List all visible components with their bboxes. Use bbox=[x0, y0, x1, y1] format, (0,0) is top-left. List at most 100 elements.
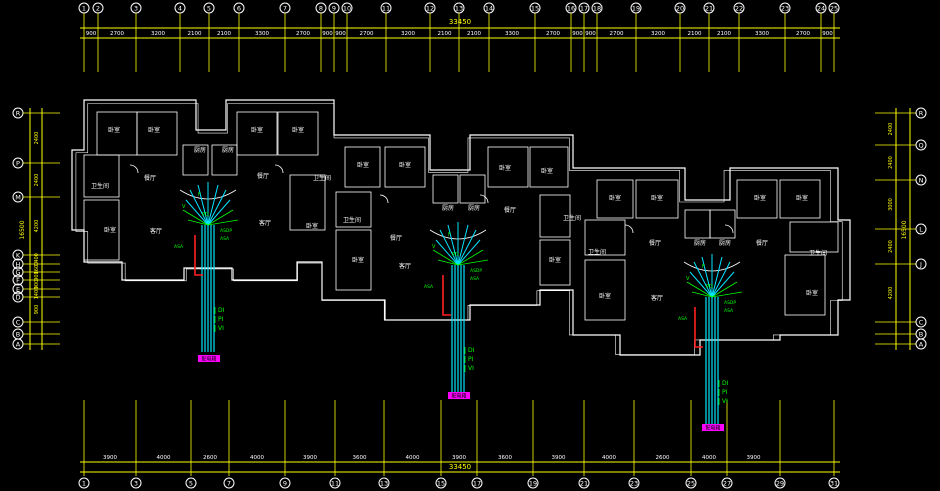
room-label-layer: 卧室卧室卧室卧室卫生间卧室餐厅客厅餐厅客厅卧室卫生间卧室卧室卧室卧室卫生间卧室餐… bbox=[91, 126, 827, 302]
right-axis-label: C bbox=[919, 319, 924, 327]
pipe-label-pd: PD bbox=[202, 212, 209, 218]
bottom-dim-label: 2600 bbox=[203, 455, 217, 461]
right-total-label: 16500 bbox=[901, 220, 908, 239]
pipe-branch bbox=[711, 261, 731, 298]
top-dim-label: 900 bbox=[86, 31, 97, 37]
top-dim-label: 2100 bbox=[717, 31, 731, 37]
pipe-label-asa: ASA bbox=[678, 316, 688, 322]
pipe-branch-green bbox=[686, 281, 713, 298]
distribution-box-label: 配电箱 bbox=[451, 393, 466, 400]
room-label: 卧室 bbox=[651, 194, 663, 202]
room-partition bbox=[784, 254, 826, 316]
distribution-box-tag bbox=[702, 424, 724, 431]
wall-layer bbox=[71, 99, 851, 356]
right-axis-bubble bbox=[915, 338, 927, 350]
door-arc bbox=[479, 194, 489, 204]
room-label: 卫生间 bbox=[91, 182, 109, 190]
bottom-axis-label: 21 bbox=[580, 480, 588, 488]
top-dim-label: 2700 bbox=[296, 31, 310, 37]
room-label: 餐厅 bbox=[756, 239, 768, 247]
bottom-axis-label: 25 bbox=[687, 480, 695, 488]
bottom-dim-label: 4000 bbox=[406, 455, 420, 461]
top-dim-label: 900 bbox=[585, 31, 596, 37]
room-label: 卧室 bbox=[108, 126, 120, 134]
pipe-label-vi: VI bbox=[218, 325, 224, 332]
room-partition bbox=[584, 219, 626, 256]
left-total-label: 16500 bbox=[19, 220, 26, 239]
left-dim-label: 2400 bbox=[34, 174, 40, 187]
left-dim-label: 1400 bbox=[34, 253, 40, 266]
bottom-dim-label: 4000 bbox=[250, 455, 264, 461]
room-label: 餐厅 bbox=[390, 234, 402, 242]
right-axis-bubble bbox=[915, 107, 927, 119]
right-axis-bubble bbox=[915, 258, 927, 270]
door-arc bbox=[624, 224, 634, 234]
room-label: 卧室 bbox=[306, 222, 318, 230]
pipe-label-asdp: ASDP bbox=[220, 228, 232, 234]
bottom-dim-label: 3900 bbox=[103, 455, 117, 461]
pipe-branch-green bbox=[437, 259, 459, 266]
bottom-total-label: 33450 bbox=[449, 463, 471, 471]
pipe-branch-green bbox=[691, 291, 713, 298]
top-dim-label: 2700 bbox=[360, 31, 374, 37]
pipe-label-di: DI bbox=[218, 307, 225, 314]
door-arc bbox=[129, 164, 139, 174]
left-axis-label: K bbox=[16, 252, 21, 260]
pipe-branch-green bbox=[711, 291, 743, 298]
room-partition bbox=[335, 191, 372, 228]
distribution-box-tag bbox=[448, 392, 470, 399]
red-riser bbox=[194, 235, 203, 276]
right-axis-label: L bbox=[919, 226, 923, 234]
building-outline-outer bbox=[71, 99, 851, 356]
bottom-axis-label: 9 bbox=[283, 480, 287, 488]
right-axis-bubble bbox=[915, 223, 927, 235]
top-dim-label: 2700 bbox=[796, 31, 810, 37]
bottom-dim-label: 3900 bbox=[303, 455, 317, 461]
room-partition bbox=[83, 199, 120, 261]
room-partition bbox=[335, 229, 372, 291]
left-dim-label: 2400 bbox=[34, 132, 40, 145]
bottom-dim-label: 3600 bbox=[353, 455, 367, 461]
pipe-branch bbox=[185, 199, 209, 226]
room-partition bbox=[384, 146, 426, 188]
room-label: 卧室 bbox=[399, 161, 411, 169]
distribution-box-tag bbox=[198, 355, 220, 362]
room-label: 卧室 bbox=[806, 289, 818, 297]
room-label: 餐厅 bbox=[257, 172, 269, 180]
top-dim-label: 900 bbox=[822, 31, 833, 37]
left-axis-label: G bbox=[15, 269, 20, 277]
bottom-axis-label: 31 bbox=[830, 480, 838, 488]
red-riser bbox=[694, 307, 703, 348]
bottom-axis-label: 5 bbox=[189, 480, 193, 488]
top-dim-label: 2100 bbox=[188, 31, 202, 37]
room-partition bbox=[136, 111, 178, 156]
left-axis-label: H bbox=[16, 261, 21, 269]
room-partition bbox=[459, 174, 486, 204]
red-riser bbox=[442, 275, 451, 316]
top-axis-label: 23 bbox=[781, 5, 789, 13]
bottom-axis-bubble bbox=[828, 477, 840, 489]
room-label: 卧室 bbox=[357, 161, 369, 169]
top-axis-label: 10 bbox=[343, 5, 351, 13]
right-dim-label: 2400 bbox=[888, 123, 894, 136]
room-label: 厨房 bbox=[442, 204, 454, 212]
top-axis-label: 2 bbox=[96, 5, 100, 13]
top-dim-label: 3300 bbox=[755, 31, 769, 37]
left-axis-label: E bbox=[16, 286, 20, 294]
right-dim-label: 3000 bbox=[888, 198, 894, 211]
top-axis-label: 24 bbox=[817, 5, 825, 13]
pipe-label-vi: VI bbox=[722, 398, 728, 405]
room-partition bbox=[596, 179, 634, 219]
pipe-label-v: V bbox=[182, 204, 186, 210]
top-dim-label: 900 bbox=[322, 31, 333, 37]
room-label: 厨房 bbox=[468, 204, 480, 212]
bottom-axis-bubble bbox=[578, 477, 590, 489]
right-axis-label: N bbox=[919, 177, 924, 185]
pipe-branch bbox=[207, 199, 231, 226]
room-partition bbox=[432, 174, 459, 204]
bottom-axis-bubble bbox=[78, 477, 90, 489]
bottom-axis-bubble bbox=[329, 477, 341, 489]
bottom-dim-label: 4000 bbox=[702, 455, 716, 461]
pipe-label-pi: PI bbox=[468, 356, 474, 363]
pipe-label-asa: ASA bbox=[470, 276, 480, 282]
